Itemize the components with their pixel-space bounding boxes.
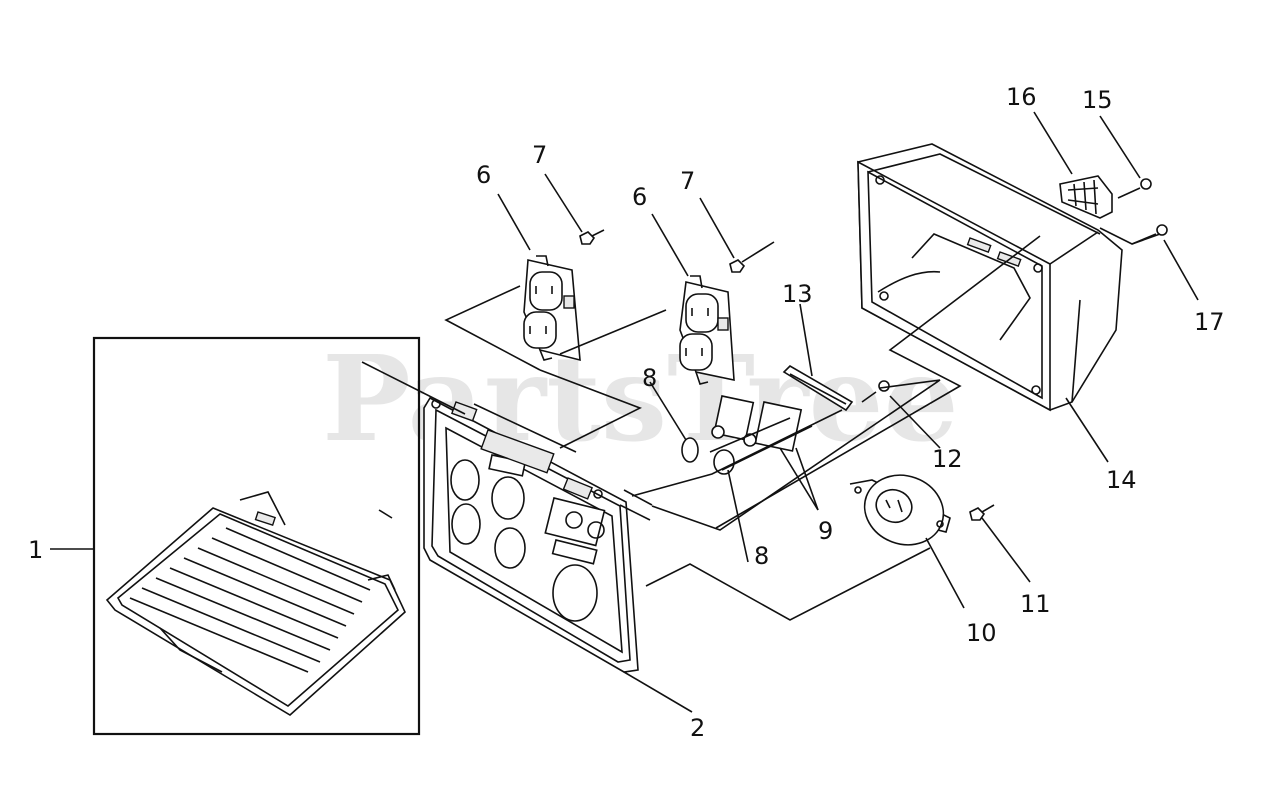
callout-1: 1	[28, 536, 43, 564]
callout-11: 11	[1020, 590, 1051, 618]
callout-6-left: 6	[476, 161, 491, 189]
callout-labels: 1 2 6 6 7 7 8 8 9 10 11 12 13 14 15 16 1…	[28, 83, 1225, 742]
part-15-screw[interactable]	[1117, 178, 1152, 199]
assembly-lines	[444, 227, 1161, 621]
part-16-terminal-block[interactable]	[1059, 175, 1113, 219]
callout-2: 2	[690, 714, 705, 742]
part-7-nut-left[interactable]	[579, 229, 605, 245]
part-10-twist-lock-receptacle[interactable]	[849, 464, 953, 555]
part-6-outlet-right[interactable]	[679, 275, 735, 385]
part-8-breaker-lower[interactable]	[713, 401, 803, 475]
callout-6-right: 6	[632, 183, 647, 211]
callout-9: 9	[818, 517, 833, 545]
part-7-nut-right[interactable]	[729, 241, 775, 273]
part-11-nut[interactable]	[969, 504, 995, 521]
callout-17: 17	[1194, 308, 1225, 336]
callout-12: 12	[932, 445, 963, 473]
watermark-text: PartsTree	[322, 329, 959, 468]
callout-7-right: 7	[680, 167, 695, 195]
callout-14: 14	[1106, 466, 1137, 494]
callout-8-upper: 8	[642, 364, 657, 392]
part-8-breaker-upper[interactable]	[681, 395, 755, 463]
callout-16: 16	[1006, 83, 1037, 111]
callout-10: 10	[966, 619, 997, 647]
part-1-cover[interactable]	[92, 336, 421, 736]
part-17-screw[interactable]	[1131, 224, 1168, 245]
callout-15: 15	[1082, 86, 1113, 114]
part-6-outlet-left[interactable]	[523, 255, 581, 362]
callout-8-lower: 8	[754, 542, 769, 570]
part-2-control-panel[interactable]	[423, 396, 653, 673]
leader-lines	[50, 111, 1199, 713]
callout-7-left: 7	[532, 141, 547, 169]
part-14-housing[interactable]	[857, 143, 1123, 412]
part-1-inset-box	[92, 336, 421, 736]
part-13-bracket[interactable]	[782, 364, 854, 412]
callout-13: 13	[782, 280, 813, 308]
